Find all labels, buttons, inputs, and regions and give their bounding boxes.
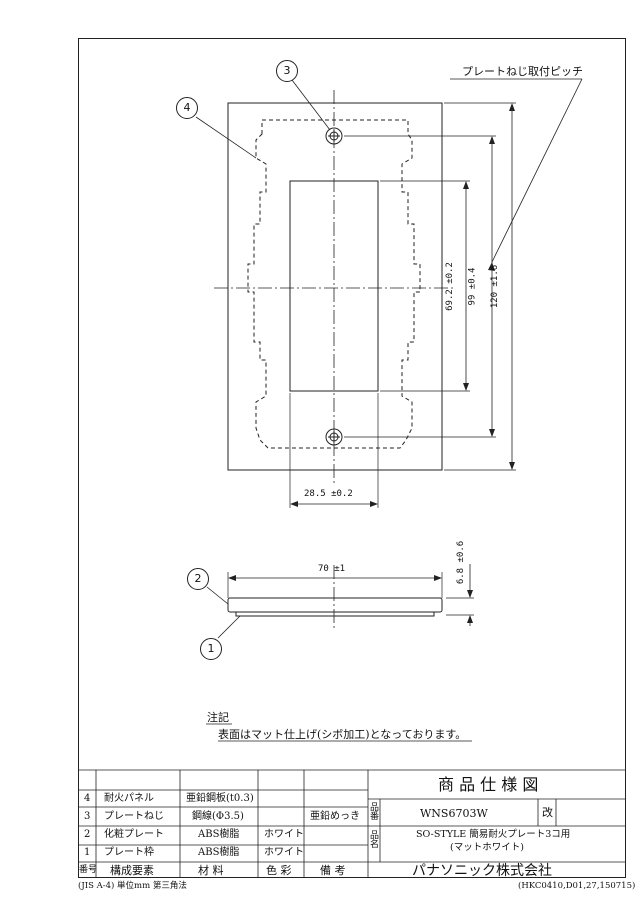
product-name-line1: SO-STYLE 簡易耐火プレート3コ用: [416, 829, 571, 840]
dim-screw-pitch: 99 ±0.4: [467, 267, 478, 306]
product-name-line2: (マットホワイト): [450, 842, 524, 853]
center-lines: [214, 90, 456, 628]
part-row-3-component: プレートねじ: [104, 811, 164, 822]
plate-screw-bottom: [325, 428, 343, 446]
callout-3: 3: [276, 60, 298, 82]
part-row-1-component: プレート枠: [104, 847, 154, 858]
part-row-1-color: ホワイト: [264, 847, 304, 858]
name-label: 品名: [370, 831, 380, 850]
header-remarks: 備 考: [320, 864, 346, 877]
dim-plate-width: 70 ±1: [318, 564, 346, 574]
part-no-label: 品番: [370, 803, 380, 822]
revision-label: 改: [542, 806, 553, 819]
part-row-1-material: ABS樹脂: [198, 847, 240, 858]
part-row-2-color: ホワイト: [264, 829, 304, 840]
dim-plate-height: 120 ±1.6: [490, 264, 501, 309]
part-row-2-no: 2: [84, 829, 91, 840]
dim-window-height: 69.2 ±0.2: [444, 262, 455, 311]
fire-panel-outline: [247, 119, 421, 449]
part-row-3-no: 3: [84, 811, 91, 822]
leader-lines: [195, 78, 583, 639]
header-component: 構成要素: [110, 864, 154, 877]
drawing-sheet: [78, 38, 626, 878]
dim-thickness: 6.8 ±0.6: [456, 540, 467, 585]
header-material: 材 料: [198, 864, 224, 877]
drawing-title: 商 品 仕 様 図: [438, 775, 539, 794]
note-heading: 注記: [207, 711, 229, 724]
part-row-4-material: 亜鉛鋼板(t0.3): [186, 793, 254, 804]
part-row-4-no: 4: [84, 793, 91, 804]
part-row-3-material: 鋼線(Φ3.5): [192, 811, 244, 822]
header-color: 色 彩: [266, 864, 292, 877]
plate-screw-top: [325, 127, 343, 145]
part-row-2-material: ABS樹脂: [198, 829, 240, 840]
callout-2: 2: [187, 568, 209, 590]
dim-window-width: 28.5 ±0.2: [304, 489, 353, 499]
callout-1: 1: [200, 638, 222, 660]
dimension-arrows: [228, 103, 515, 623]
footer-code: (HKC0410,D01,27,150715): [518, 881, 636, 891]
extension-lines: [227, 102, 516, 616]
callout-4: 4: [176, 97, 198, 119]
title-block-grid: [78, 769, 626, 878]
part-row-2-component: 化粧プレート: [104, 829, 164, 840]
footer-standard: (JIS A-4) 単位mm 第三角法: [78, 881, 187, 891]
part-row-4-component: 耐火パネル: [104, 793, 154, 804]
pitch-label: プレートねじ取付ピッチ: [462, 65, 583, 78]
note-text: 表面はマット仕上げ(シボ加工)となっております。: [218, 728, 467, 741]
part-row-1-no: 1: [84, 847, 91, 858]
plate-front-outline: [227, 102, 443, 471]
part-no: WNS6703W: [420, 807, 488, 820]
header-no: 番号: [79, 865, 98, 875]
dimension-lines: [230, 105, 513, 626]
company-name: パナソニック株式会社: [412, 863, 552, 879]
plate-side-view: [227, 597, 443, 617]
part-row-3-remarks: 亜鉛めっき: [310, 811, 360, 822]
